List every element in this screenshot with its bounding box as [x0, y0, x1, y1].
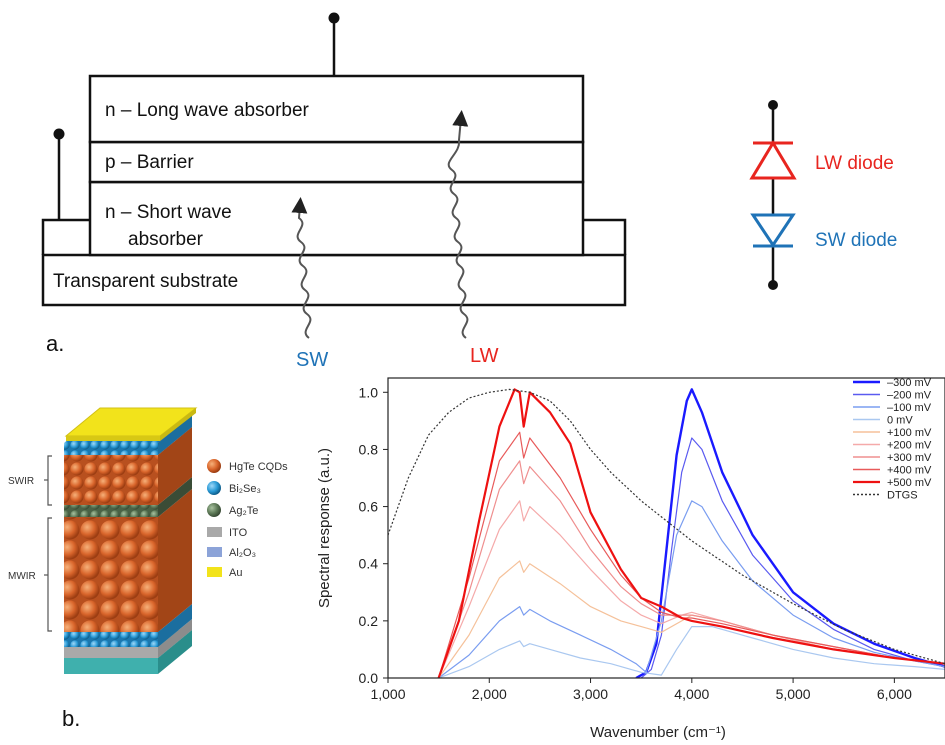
- chart-legend-item: –300 mV: [853, 377, 932, 389]
- y-tick-label: 0.4: [359, 556, 379, 572]
- chart-legend-label: DTGS: [887, 490, 918, 502]
- mwir-label: MWIR: [8, 571, 36, 582]
- chart-x-axis-label: Wavenumber (cm⁻¹): [590, 724, 726, 741]
- sw-diode-label: SW diode: [815, 230, 897, 251]
- barrier-layer: [88, 140, 585, 184]
- sw-photon-wave: [291, 197, 312, 339]
- x-tick-label: 4,000: [674, 686, 709, 702]
- sw-label: SW: [296, 349, 328, 371]
- series-line: [635, 388, 945, 678]
- layer-label-p-barrier: p – Barrier: [105, 152, 194, 173]
- series-line: [640, 437, 945, 678]
- lw-label: LW: [470, 345, 499, 367]
- panel-b-label: b.: [62, 706, 80, 731]
- top-contact-terminal: [328, 12, 340, 24]
- series-line: [388, 388, 945, 665]
- material-legend-label: Au: [229, 567, 242, 579]
- material-legend-label: Al₂O₃: [229, 547, 256, 559]
- device-cross-section: [41, 18, 627, 307]
- material-swatch: [207, 547, 222, 557]
- series-line: [438, 626, 945, 678]
- substrate-layer: [41, 253, 627, 307]
- y-tick-label: 0.0: [359, 670, 379, 686]
- x-tick-label: 2,000: [472, 686, 507, 702]
- contact-mesa: [41, 218, 627, 255]
- bottom-contact-terminal: [53, 128, 65, 140]
- x-tick-label: 5,000: [776, 686, 811, 702]
- material-legend-label: ITO: [229, 527, 248, 539]
- material-swatch: [207, 459, 221, 473]
- material-legend-label: HgTe CQDs: [229, 461, 288, 473]
- chart-legend-item: +500 mV: [853, 477, 932, 489]
- device-stack-illustration: [64, 407, 198, 674]
- material-legend-item: Al₂O₃: [207, 547, 256, 559]
- series-line: [438, 500, 945, 678]
- material-legend-item: HgTe CQDs: [207, 459, 288, 473]
- mwir-bracket: [44, 517, 52, 632]
- sw-diode-icon: [750, 213, 796, 248]
- material-swatch: [207, 567, 222, 577]
- chart-legend-label: –200 mV: [887, 390, 932, 402]
- material-legend-item: ITO: [207, 527, 248, 539]
- swir-label: SWIR: [8, 476, 34, 487]
- chart-legend-item: –100 mV: [853, 402, 932, 414]
- chart-ticks-group: 1,000 2,000 3,000 4,000 5,000 6,000 0.0 0.2 0.4 0…: [359, 384, 913, 702]
- series-line: [438, 560, 945, 678]
- chart-legend-label: +500 mV: [887, 477, 932, 489]
- series-line: [438, 431, 945, 678]
- chart-legend-label: +200 mV: [887, 440, 932, 452]
- dual-diode-symbol: [749, 100, 797, 290]
- series-line: [437, 388, 945, 678]
- chart-legend-label: +100 mV: [887, 427, 932, 439]
- chart-legend-item: +300 mV: [853, 452, 932, 464]
- y-tick-label: 0.8: [359, 441, 379, 457]
- layer-label-substrate: Transparent substrate: [53, 271, 238, 292]
- chart-legend-item: +200 mV: [853, 440, 932, 452]
- lw-diode-icon: [749, 140, 797, 180]
- material-legend-item: Au: [207, 567, 242, 579]
- x-tick-label: 3,000: [573, 686, 608, 702]
- chart-legend-label: 0 mV: [887, 415, 913, 427]
- chart-y-axis-label: Spectral response (a.u.): [316, 448, 333, 608]
- chart-legend-item: +400 mV: [853, 465, 932, 477]
- y-tick-label: 1.0: [359, 384, 379, 400]
- spectral-response-chart: 1,000 2,000 3,000 4,000 5,000 6,000 0.0 0.2 0.4 0…: [316, 377, 945, 741]
- material-swatch: [207, 503, 221, 517]
- series-line: [438, 500, 945, 678]
- chart-legend-label: –300 mV: [887, 377, 932, 389]
- lw-photon-wave: [447, 110, 469, 339]
- y-tick-label: 0.6: [359, 499, 379, 515]
- layer-label-n-short: n – Short wave: [105, 202, 232, 223]
- material-legend-item: Bi₂Se₃: [207, 481, 261, 495]
- chart-legend-label: –100 mV: [887, 402, 932, 414]
- layer-label-n-short-2: absorber: [128, 229, 204, 250]
- chart-legend-label: +300 mV: [887, 452, 932, 464]
- chart-legend-item: +100 mV: [853, 427, 932, 439]
- chart-plot-frame: [387, 377, 945, 679]
- y-tick-label: 0.2: [359, 613, 379, 629]
- chart-legend-item: 0 mV: [853, 415, 913, 427]
- long-wave-absorber-layer: [88, 74, 585, 144]
- material-legend-label: Ag₂Te: [229, 505, 258, 517]
- chart-legend-item: DTGS: [853, 490, 918, 502]
- swir-bracket: [44, 455, 52, 506]
- lw-diode-label: LW diode: [815, 153, 894, 174]
- material-swatch: [207, 527, 222, 537]
- chart-series-group: [388, 388, 945, 678]
- series-line: [438, 460, 945, 678]
- panel-a-label: a.: [46, 331, 64, 356]
- chart-legend-label: +400 mV: [887, 465, 932, 477]
- x-tick-label: 6,000: [877, 686, 912, 702]
- chart-legend: –300 mV–200 mV–100 mV0 mV+100 mV+200 mV+…: [853, 377, 932, 502]
- layer-label-n-long: n – Long wave absorber: [105, 100, 310, 121]
- x-tick-label: 1,000: [370, 686, 405, 702]
- material-legend-label: Bi₂Se₃: [229, 483, 261, 495]
- material-legend-item: Ag₂Te: [207, 503, 258, 517]
- chart-legend-item: –200 mV: [853, 390, 932, 402]
- material-swatch: [207, 481, 221, 495]
